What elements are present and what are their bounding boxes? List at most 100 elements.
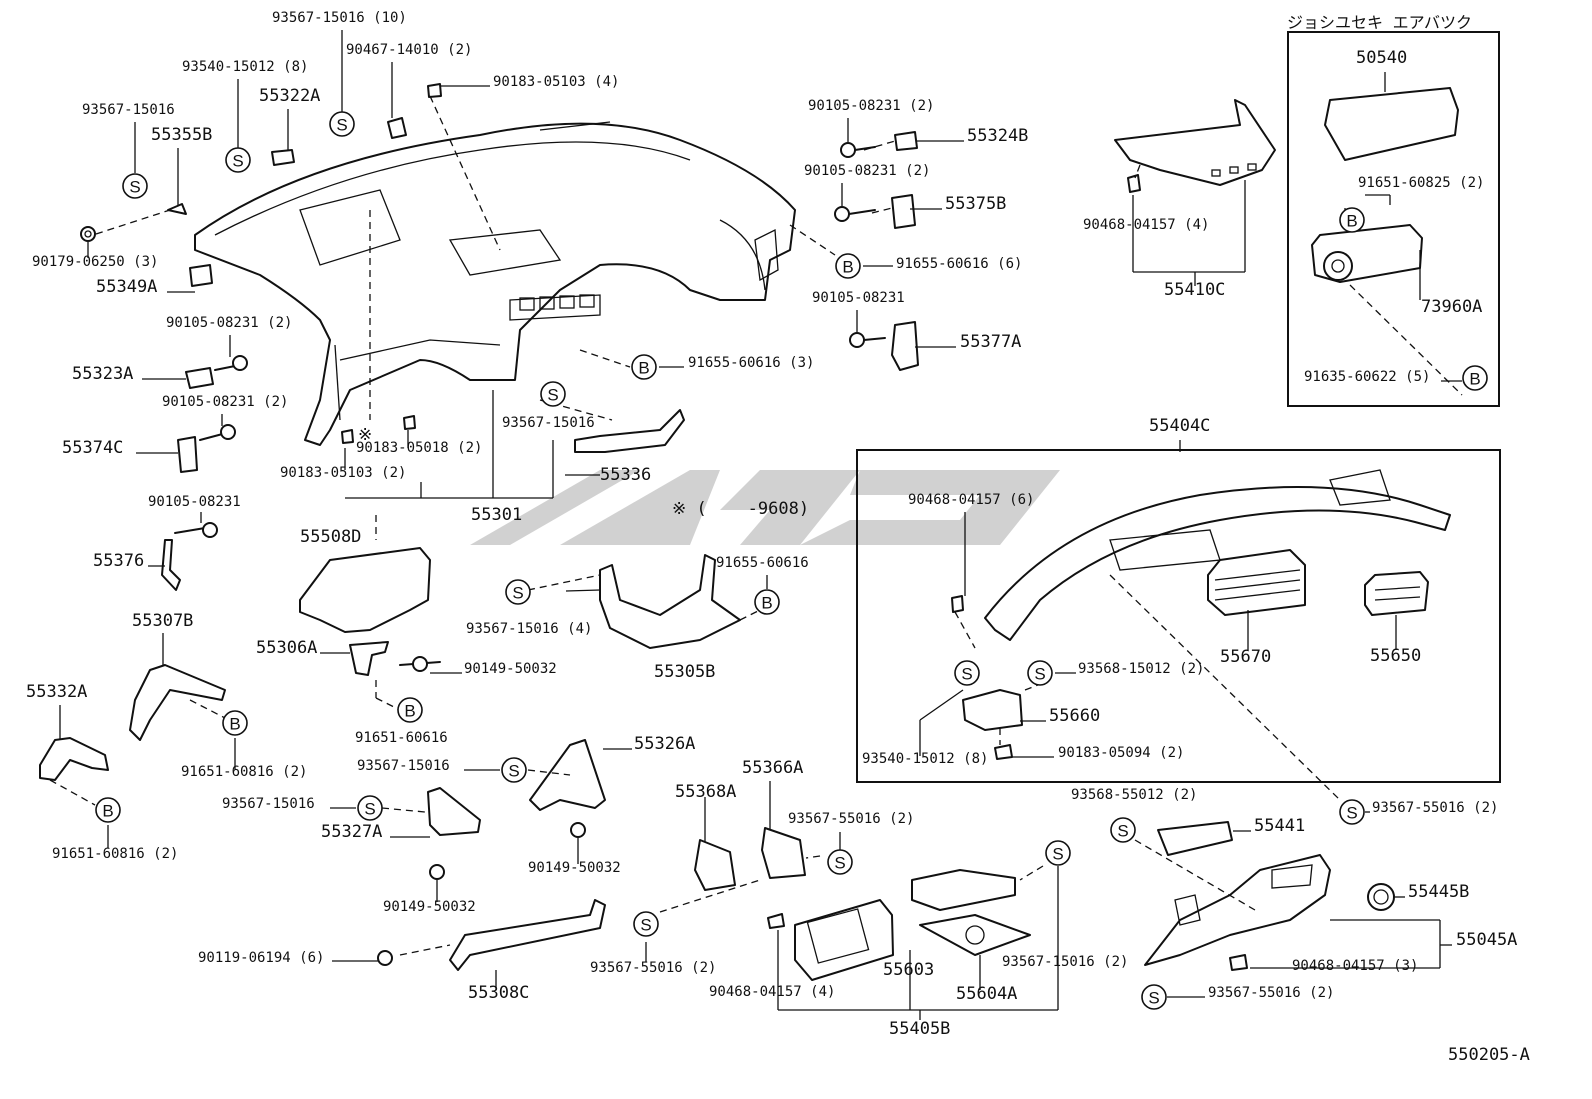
svg-text:S: S xyxy=(1034,665,1045,684)
symbol-s: S xyxy=(954,660,980,686)
lower-panel-55045A xyxy=(1144,821,1395,971)
svg-text:B: B xyxy=(404,702,415,721)
part-label-p16: 93567-15016 xyxy=(502,415,595,431)
svg-text:S: S xyxy=(961,665,972,684)
part-label-p13: 55374C xyxy=(62,438,123,458)
svg-text:B: B xyxy=(102,802,113,821)
symbol-s: S xyxy=(827,849,853,875)
part-label-p49: 90105-08231 (2) xyxy=(808,98,934,114)
part-label-p32: 55327A xyxy=(321,822,382,842)
part-label-p27: 91651-60816 (2) xyxy=(181,764,307,780)
clip-90183-05094 xyxy=(994,744,1013,760)
part-label-p17: 55336 xyxy=(600,465,651,485)
part-label-p09: 55349A xyxy=(96,277,157,297)
part-label-p30: 55326A xyxy=(634,734,695,754)
part-label-p11: 55323A xyxy=(72,364,133,384)
svg-text:B: B xyxy=(761,594,772,613)
part-label-p01: 93567-15016 (10) xyxy=(272,10,407,26)
part-label-p74: 55445B xyxy=(1408,882,1469,902)
part-label-p22: 55306A xyxy=(256,638,317,658)
symbol-s: S xyxy=(1045,840,1071,866)
part-label-p23: 90149-50032 xyxy=(464,661,557,677)
svg-text:S: S xyxy=(1117,822,1128,841)
part-number-labels: 93567-15016 (10) 90467-14010 (2) 90183-051… xyxy=(26,10,1517,1039)
air-vents xyxy=(1207,549,1429,616)
brackets-right-top xyxy=(834,131,919,371)
symbol-s: S xyxy=(1027,660,1053,686)
part-label-p41: 55366A xyxy=(742,758,803,778)
bracket-55307B xyxy=(129,664,226,741)
part-label-p70: 55650 xyxy=(1370,646,1421,666)
symbol-b: B xyxy=(1339,207,1365,233)
part-label-p72: 93568-55012 (2) xyxy=(1071,787,1197,803)
part-label-p71: 93567-55016 (2) xyxy=(1372,800,1498,816)
svg-text:S: S xyxy=(129,178,140,197)
part-label-p02: 90467-14010 (2) xyxy=(346,42,472,58)
diagram-code: 550205-A xyxy=(1448,1045,1530,1065)
symbol-s: S xyxy=(540,381,566,407)
symbol-b: B xyxy=(1462,365,1488,391)
part-label-p43: 93567-55016 (2) xyxy=(590,960,716,976)
symbol-b: B xyxy=(754,589,780,615)
part-label-p37: 93567-15016 (4) xyxy=(466,621,592,637)
part-label-p57: 90468-04157 (4) xyxy=(1083,217,1209,233)
part-label-p66: 55660 xyxy=(1049,706,1100,726)
part-label-p68: 90183-05094 (2) xyxy=(1058,745,1184,761)
bolt-90149-50032-a xyxy=(570,822,586,838)
symbol-s: S xyxy=(633,911,659,937)
part-label-p67: 93540-15012 (8) xyxy=(862,751,988,767)
symbol-b: B xyxy=(222,710,248,736)
bracket-55326A xyxy=(529,739,606,811)
symbol-s: S xyxy=(122,173,148,199)
part-label-p33: 90149-50032 xyxy=(528,860,621,876)
symbol-s: S xyxy=(1141,984,1167,1010)
bracket-55306A xyxy=(349,641,441,676)
note-mark: ※ xyxy=(358,425,372,445)
part-label-p44: 90468-04157 (4) xyxy=(709,984,835,1000)
svg-text:S: S xyxy=(364,800,375,819)
part-label-p21: 55508D xyxy=(300,527,361,547)
part-label-p31: 93567-15016 xyxy=(222,796,315,812)
part-label-p15: 90183-05103 (2) xyxy=(280,465,406,481)
part-label-p46: 55604A xyxy=(956,984,1017,1004)
part-label-p73: 55441 xyxy=(1254,816,1305,836)
part-label-p69: 55670 xyxy=(1220,647,1271,667)
bracket-55508D xyxy=(299,547,431,633)
part-label-p61: 73960A xyxy=(1421,297,1482,317)
bracket-55305B xyxy=(599,554,741,649)
bolt-90149-50032-b xyxy=(429,864,445,880)
svg-text:B: B xyxy=(638,359,649,378)
part-label-p59: 50540 xyxy=(1356,48,1407,68)
part-label-p54: 90105-08231 xyxy=(812,290,905,306)
symbol-b: B xyxy=(631,354,657,380)
symbol-b: B xyxy=(95,797,121,823)
part-label-p05: 55322A xyxy=(259,86,320,106)
svg-text:S: S xyxy=(640,916,651,935)
svg-text:S: S xyxy=(512,584,523,603)
part-label-p36: 55308C xyxy=(468,983,529,1003)
part-label-p26: 55332A xyxy=(26,682,87,702)
part-label-p07: 55355B xyxy=(151,125,212,145)
part-label-p63: 55404C xyxy=(1149,416,1210,436)
svg-text:S: S xyxy=(834,854,845,873)
part-label-p56: 91655-60616 (3) xyxy=(688,355,814,371)
part-label-p38: 91655-60616 xyxy=(716,555,809,571)
svg-text:B: B xyxy=(1469,370,1480,389)
part-label-p12: 90105-08231 (2) xyxy=(162,394,288,410)
part-label-p48: 55405B xyxy=(889,1019,950,1039)
trim-panel-55410C xyxy=(1114,99,1276,193)
watermark-logo xyxy=(470,470,1060,545)
airbag-section-frame xyxy=(1287,31,1500,407)
part-label-p77: 93567-55016 (2) xyxy=(1208,985,1334,1001)
symbol-s: S xyxy=(1339,799,1365,825)
part-label-p64: 90468-04157 (6) xyxy=(908,492,1034,508)
svg-text:S: S xyxy=(336,116,347,135)
part-label-p08: 90179-06250 (3) xyxy=(32,254,158,270)
symbol-s: S xyxy=(1110,817,1136,843)
part-label-p75: 55045A xyxy=(1456,930,1517,950)
vent-55660 xyxy=(962,689,1023,731)
part-label-p52: 55375B xyxy=(945,194,1006,214)
bracket-55332A xyxy=(39,737,109,781)
part-label-p45: 55603 xyxy=(883,960,934,980)
